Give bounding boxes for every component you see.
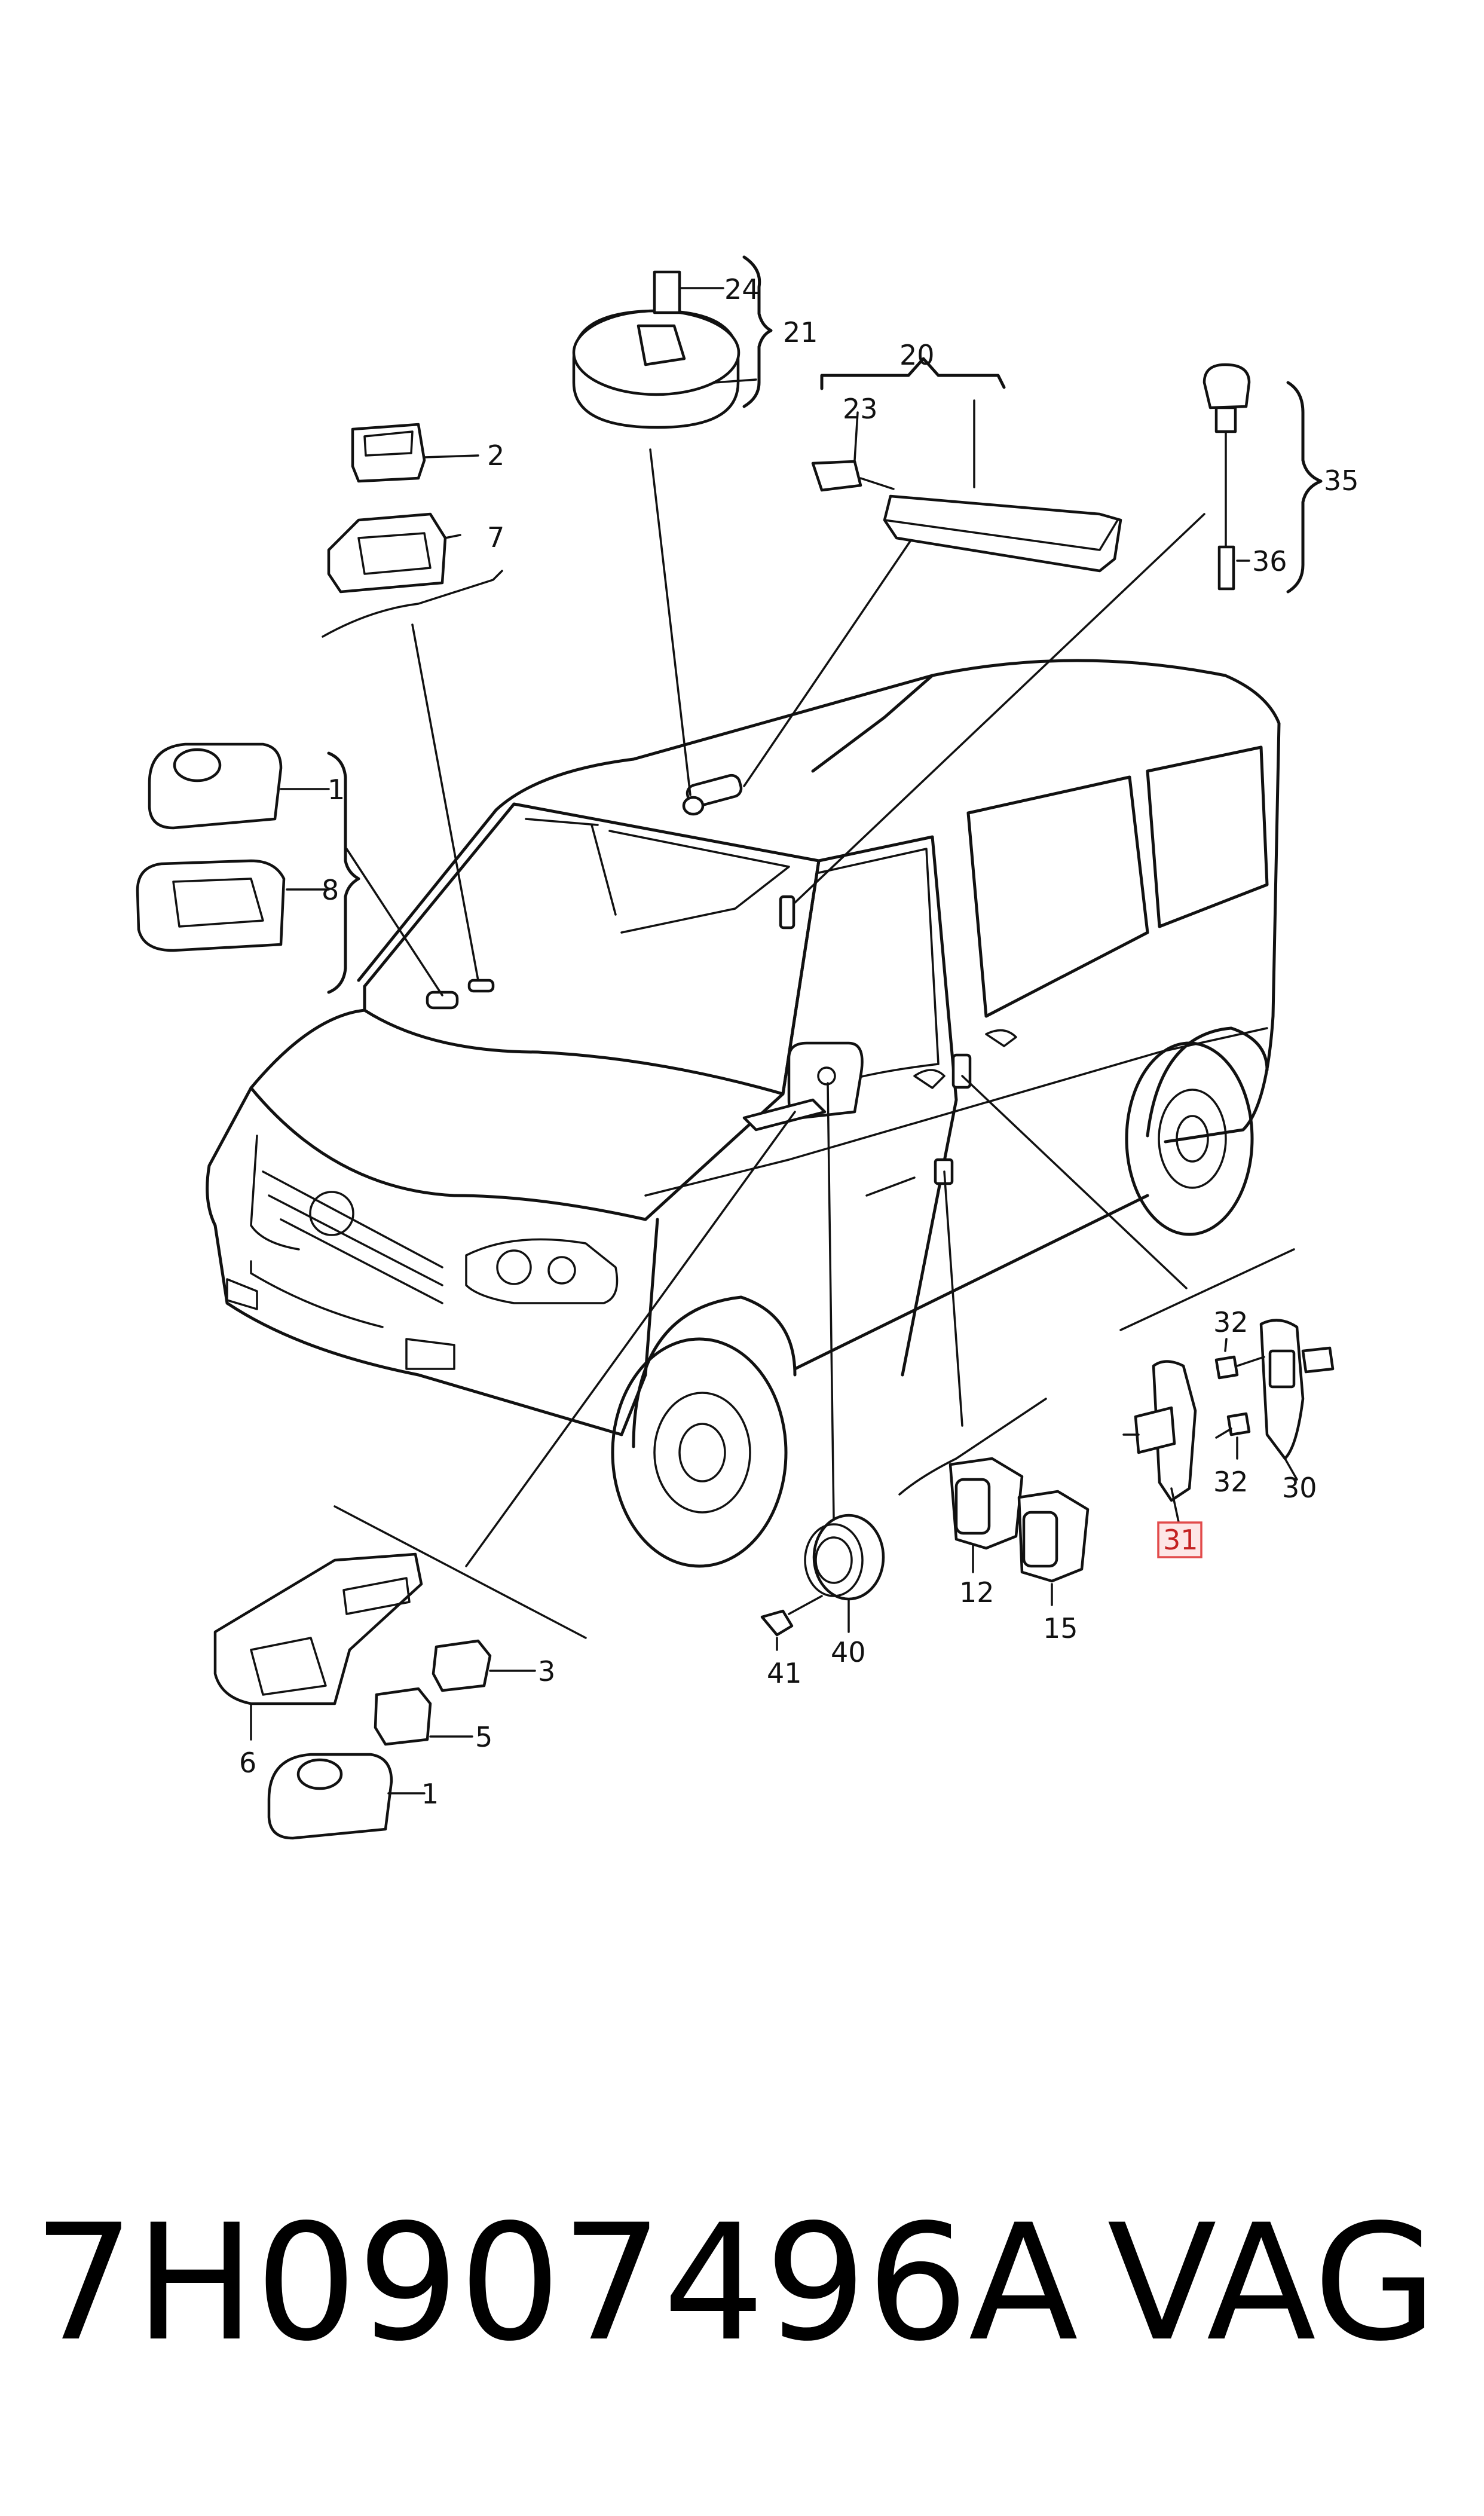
callout-labels: 24 21 20 23 2 7 35 36 1 8 32 32 30 31 12… <box>239 273 1359 1810</box>
callout-32-lower: 32 <box>1213 1466 1249 1498</box>
callout-35: 35 <box>1324 464 1359 497</box>
parts-2-7-switches <box>322 423 503 638</box>
callout-1-lower: 1 <box>421 1778 439 1810</box>
leader-lines <box>345 448 1205 1567</box>
callout-8: 8 <box>322 874 339 906</box>
callout-40: 40 <box>831 1636 866 1668</box>
van-illustration <box>206 659 1281 1568</box>
brand-name: VAG <box>1107 2190 1438 2377</box>
parts-3-5-6-1-window-switches <box>213 1505 587 1840</box>
callout-23: 23 <box>843 393 878 425</box>
footer: 7H0907496A VAG <box>33 2188 1455 2379</box>
callout-6: 6 <box>239 1747 256 1779</box>
callout-2: 2 <box>487 439 504 472</box>
parts-12-15-switches <box>898 1398 1090 1606</box>
part-35-sensor <box>1203 363 1323 594</box>
highlight-box-31 <box>1157 1521 1203 1558</box>
callout-41: 41 <box>767 1657 802 1689</box>
callout-3: 3 <box>538 1655 555 1687</box>
part-20-control-module <box>811 357 1122 573</box>
callout-15: 15 <box>1043 1612 1078 1644</box>
part-number: 7H0907496A <box>33 2190 1078 2377</box>
callout-24: 24 <box>724 273 760 305</box>
callout-20: 20 <box>899 339 935 371</box>
callout-7: 7 <box>487 521 504 554</box>
callout-21: 21 <box>783 316 818 348</box>
parts-40-41-button <box>760 1514 885 1651</box>
callout-12: 12 <box>959 1576 995 1609</box>
callout-36: 36 <box>1252 545 1287 577</box>
callout-30: 30 <box>1282 1472 1317 1504</box>
callout-32-upper: 32 <box>1213 1306 1249 1338</box>
callout-31-highlighted: 31 <box>1163 1524 1198 1556</box>
parts-30-31-32-switch-assembly <box>1119 1248 1335 1531</box>
part-21-clock-spring <box>572 255 773 429</box>
callout-1-upper: 1 <box>328 774 345 806</box>
parts-1-8-mirror-switch <box>136 742 360 994</box>
callout-5: 5 <box>475 1721 492 1753</box>
